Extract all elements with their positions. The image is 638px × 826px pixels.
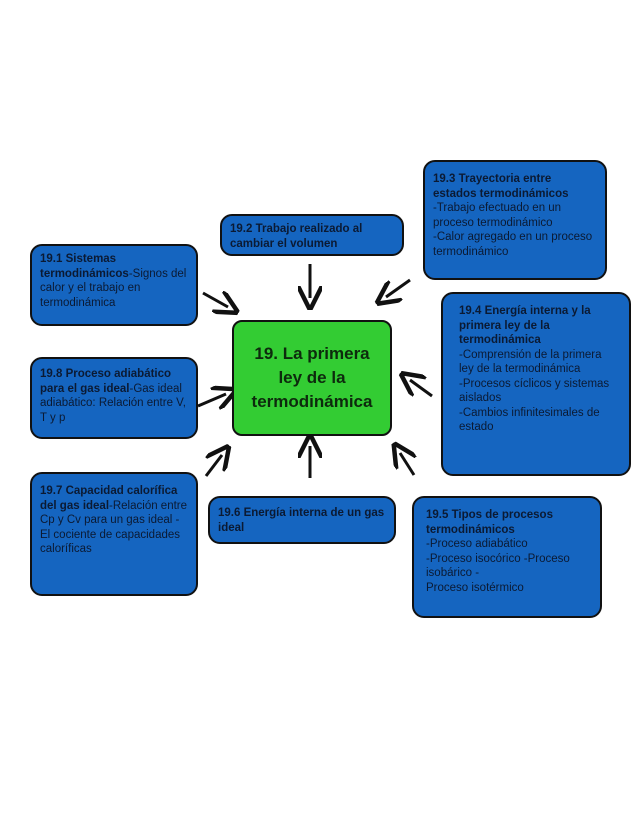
node-19-8-title: 19.8 Proceso adiabático para el gas idea…	[40, 368, 172, 395]
node-19-1-title: 19.1 Sistemas termodinámicos	[40, 253, 129, 280]
node-19-3: 19.3 Trayectoria entre estados termodiná…	[423, 160, 607, 280]
node-19-3-title: 19.3 Trayectoria entre estados termodiná…	[433, 173, 569, 200]
arrow-from-19-5	[400, 453, 414, 476]
node-19-3-line-2: -Calor agregado en un proceso termodinám…	[433, 231, 593, 258]
node-19-4-line-1: -Comprensión de la primera ley de la ter…	[459, 348, 602, 376]
arrow-from-19-7	[204, 455, 222, 477]
node-19-4-line-2: -Procesos cíclicos y sistemas aislados	[459, 377, 610, 405]
node-19-8: 19.8 Proceso adiabático para el gas idea…	[30, 357, 198, 439]
arrow-from-19-4	[410, 380, 433, 398]
node-19-5-title: 19.5 Tipos de procesos termodinámicos	[426, 509, 553, 536]
node-19-7-line-2: El cociente de capacidades caloríficas	[40, 528, 181, 556]
arrow-from-19-3	[386, 278, 411, 297]
node-19-7-title: 19.7 Capacidad calorífica del gas ideal	[40, 485, 178, 512]
center-title: 19. La primera ley de la termodinámica	[251, 344, 373, 411]
node-19-4-line-3: -Cambios infinitesimales de estado	[459, 406, 600, 434]
node-19-6: 19.6 Energía interna de un gas ideal	[208, 496, 396, 544]
center-node: 19. La primera ley de la termodinámica	[232, 320, 392, 436]
arrow-from-19-8	[197, 394, 226, 406]
node-19-5-line-1: -Proceso adiabático	[426, 538, 528, 550]
node-19-6-title: 19.6 Energía interna de un gas ideal	[218, 507, 385, 534]
node-19-8-text: -Gas ideal adiabático: Relación entre V,…	[40, 382, 186, 424]
node-19-2: 19.2 Trabajo realizado al cambiar el vol…	[220, 214, 404, 256]
node-19-7-line-1: -Relación entre Cp y Cv para un gas idea…	[40, 499, 188, 527]
node-19-5-line-2: -Proceso isocórico -Proceso isobárico -	[426, 552, 570, 580]
node-19-4-title: 19.4 Energía interna y la primera ley de…	[459, 305, 591, 346]
node-19-1: 19.1 Sistemas termodinámicos-Signos del …	[30, 244, 198, 326]
node-19-1-text: -Signos del calor y el trabajo en termod…	[40, 267, 187, 309]
arrow-from-19-1	[202, 293, 228, 307]
node-19-3-line-1: -Trabajo efectuado en un proceso termodi…	[433, 202, 562, 229]
node-19-5: 19.5 Tipos de procesos termodinámicos -P…	[412, 496, 602, 618]
node-19-5-line-3: Proceso isotérmico	[426, 581, 524, 594]
node-19-2-title: 19.2 Trabajo realizado al cambiar el vol…	[230, 223, 363, 250]
node-19-7: 19.7 Capacidad calorífica del gas ideal-…	[30, 472, 198, 596]
node-19-4: 19.4 Energía interna y la primera ley de…	[441, 292, 631, 476]
